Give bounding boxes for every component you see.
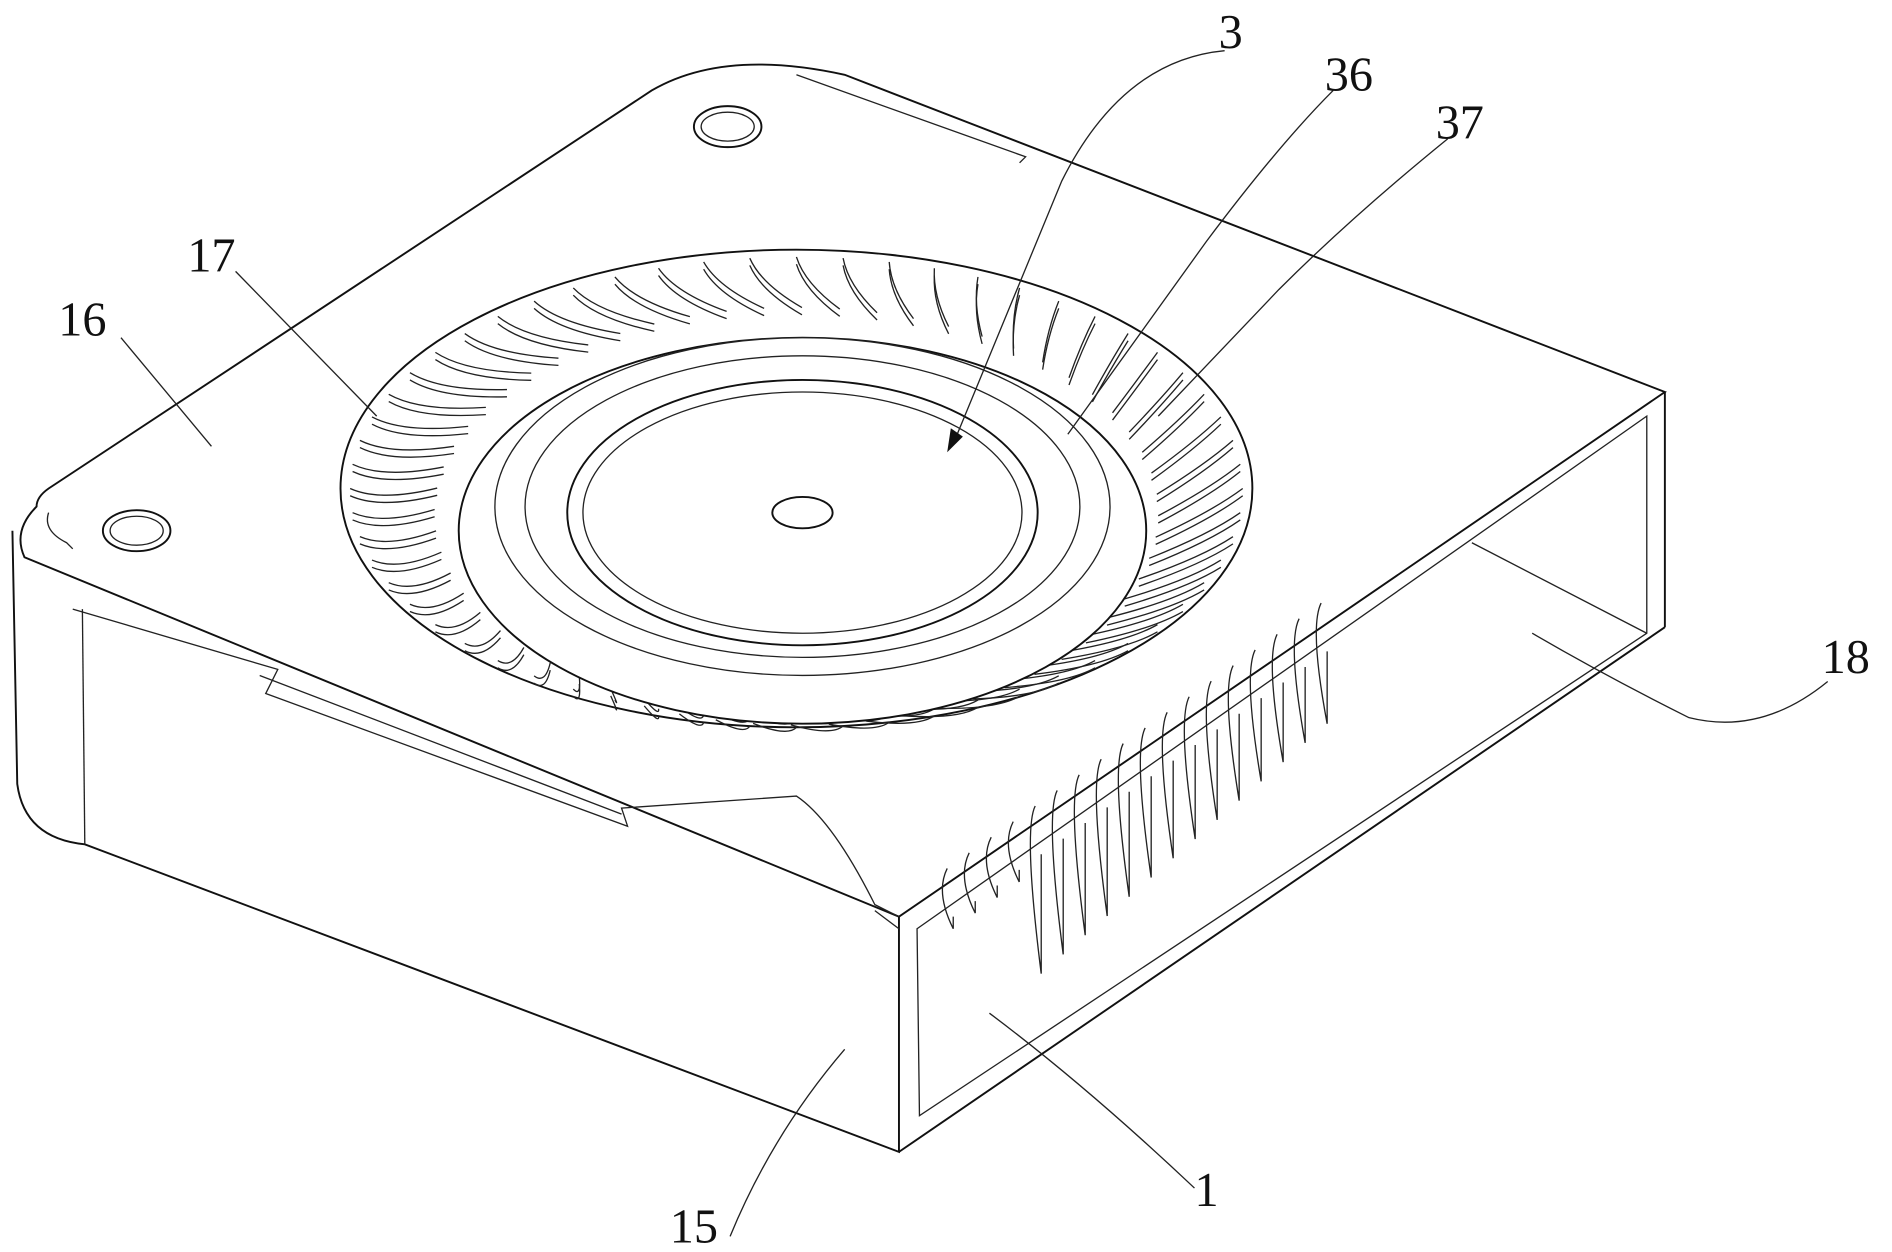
label-16: 16 — [58, 293, 106, 346]
impeller-blade — [350, 488, 437, 495]
impeller-blade — [1149, 513, 1240, 559]
leader-16 — [121, 338, 211, 447]
hub-ring — [495, 338, 1110, 676]
impeller-blade — [360, 531, 436, 542]
impeller-blade-edge — [360, 448, 454, 458]
leader-18 — [1532, 633, 1828, 722]
mounting-hole — [110, 516, 163, 545]
label-17: 17 — [187, 229, 235, 282]
impeller-blade-edge — [410, 380, 507, 397]
outlet-fin — [1030, 806, 1041, 974]
impeller-blade — [889, 262, 913, 319]
impeller-blade-edge — [1149, 520, 1240, 566]
impeller-blade — [372, 552, 441, 564]
impeller-blade — [659, 268, 727, 311]
impeller-blade — [1069, 316, 1095, 377]
leader-1 — [989, 1013, 1194, 1188]
impeller-blade-edge — [410, 600, 464, 614]
top-face-inner-edge — [47, 513, 72, 549]
impeller-blade-edge — [1043, 308, 1059, 369]
impeller-blade-edge — [644, 706, 658, 719]
impeller-blade — [1113, 352, 1158, 412]
impeller-blade-edge — [389, 580, 451, 593]
impeller-blade — [1092, 334, 1128, 395]
impeller-blade — [796, 257, 839, 309]
impeller-blade-edge — [350, 495, 437, 502]
impeller-blade-edge — [934, 275, 948, 333]
label-18: 18 — [1822, 631, 1870, 684]
outlet-fin — [942, 868, 953, 928]
label-37: 37 — [1436, 97, 1484, 150]
outlet-fin — [1118, 744, 1129, 897]
impeller-blade — [372, 417, 468, 429]
top-seam-2 — [260, 675, 622, 814]
impeller-blade — [435, 352, 531, 373]
impeller-blade — [1151, 417, 1220, 473]
impeller-blade — [353, 509, 435, 518]
leader-15 — [730, 1049, 845, 1236]
leader-17 — [236, 271, 377, 416]
impeller-blade-edge — [1157, 448, 1233, 502]
impeller-blade — [360, 440, 454, 450]
impeller-blade-edge — [1142, 402, 1204, 460]
impeller-blade — [750, 258, 802, 307]
leader-36 — [1068, 90, 1333, 434]
outlet-fin — [986, 837, 997, 897]
impeller-blade-edge — [889, 269, 913, 326]
outlet-fin — [1074, 775, 1085, 935]
outlet-fin — [1316, 603, 1327, 724]
impeller-blade-edge — [372, 559, 441, 571]
impeller-blade — [843, 258, 877, 313]
top-back-seam — [796, 75, 1025, 163]
impeller-blade — [1156, 488, 1243, 537]
outlet-fin — [964, 853, 975, 913]
impeller-blade-edge — [435, 360, 531, 381]
impeller-blade-edge — [615, 284, 690, 324]
label-15: 15 — [670, 1200, 718, 1252]
impeller-blade-edge — [1069, 324, 1095, 385]
impeller-blade-edge — [534, 308, 620, 340]
impeller-blade — [534, 663, 550, 678]
outlet-fin — [1294, 619, 1305, 743]
impeller-blade-edge — [1113, 360, 1158, 420]
label-3: 3 — [1219, 6, 1243, 59]
impeller — [341, 250, 1253, 732]
outlet-fin — [1008, 822, 1019, 882]
leader-37 — [1158, 139, 1447, 416]
impeller-blade — [1142, 394, 1204, 452]
outlet-inner-edge — [1472, 543, 1647, 633]
impeller-blade-edge — [372, 424, 468, 436]
impeller-blade — [1158, 464, 1240, 515]
outlet-fin — [1096, 759, 1107, 916]
impeller-blade-edge — [1151, 424, 1220, 480]
outlet-fin — [1052, 790, 1063, 954]
label-36: 36 — [1325, 48, 1373, 101]
front-lip — [875, 911, 899, 929]
bottom-right-edge — [899, 627, 1665, 1152]
side-edge — [82, 609, 84, 844]
impeller-blade-edge — [498, 324, 588, 353]
mounting-hole — [701, 112, 754, 141]
label-1: 1 — [1194, 1164, 1218, 1217]
impeller-blade — [353, 464, 444, 472]
